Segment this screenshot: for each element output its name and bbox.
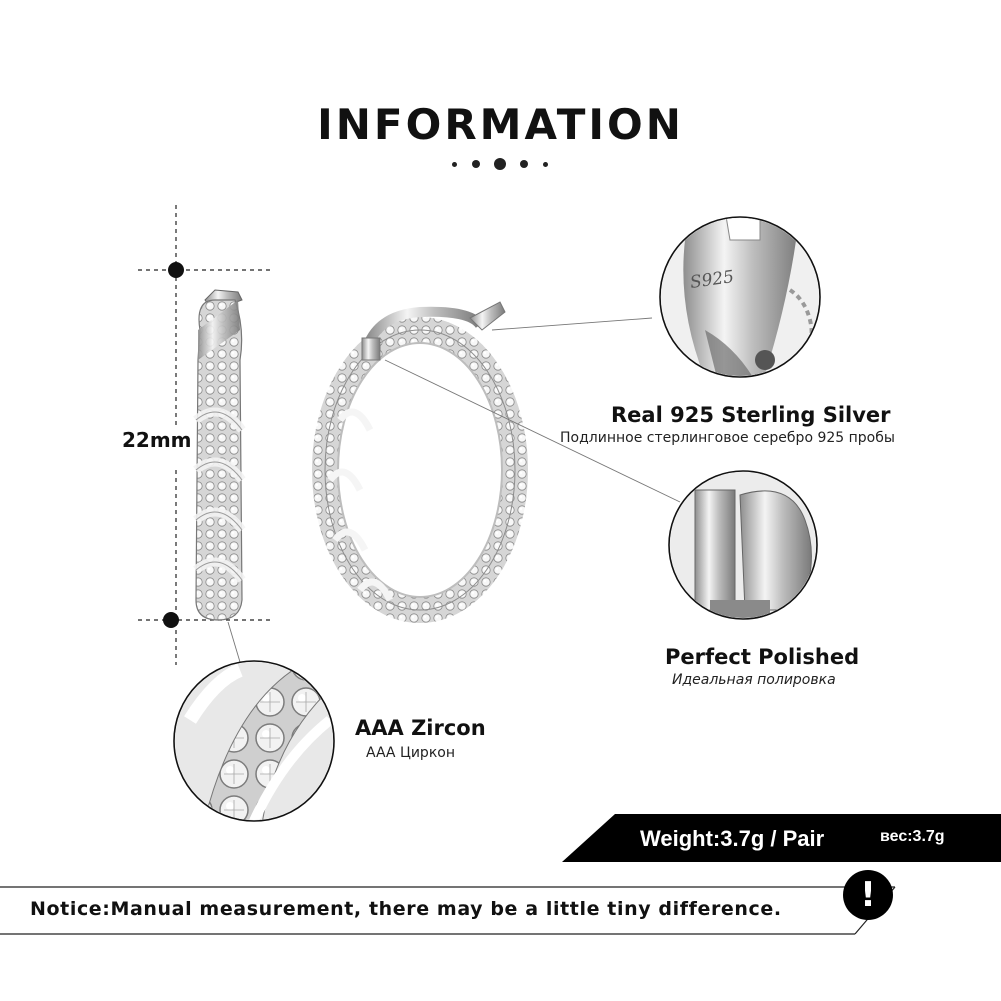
detail-circle-zircon [173,660,335,822]
weight-label: Weight:3.7g / Pair [640,826,825,851]
feature-zircon-subtitle: AAA Циркон [366,745,455,761]
detail-circle-silver [659,216,821,378]
weight-band-shape [562,814,1001,862]
feature-zircon-title: AAA Zircon [355,716,486,740]
title-dot [520,160,528,168]
notice-text: Notice:Manual measurement, there may be … [30,898,782,920]
feature-polished-title: Perfect Polished [665,645,860,669]
title-dot [472,160,480,168]
earring-front-view [312,301,528,623]
weight-label-ru: вес:3.7g [880,828,945,845]
page-title: INFORMATION [317,100,684,149]
feature-silver-subtitle: Подлинное стерлинговое серебро 925 пробы [560,430,895,446]
dimension-guides [138,205,272,665]
detail-circle-polished [668,470,818,620]
feature-silver-title: Real 925 Sterling Silver [611,403,891,427]
exclamation-icon: ! [843,870,893,920]
height-dimension-label: 22mm [122,428,192,452]
feature-polished-subtitle: Идеальная полировка [672,672,836,688]
title-dot [452,162,457,167]
title-dot [494,158,506,170]
title-dot [543,162,548,167]
connector-lines [227,317,681,663]
earring-side-view [193,289,246,621]
